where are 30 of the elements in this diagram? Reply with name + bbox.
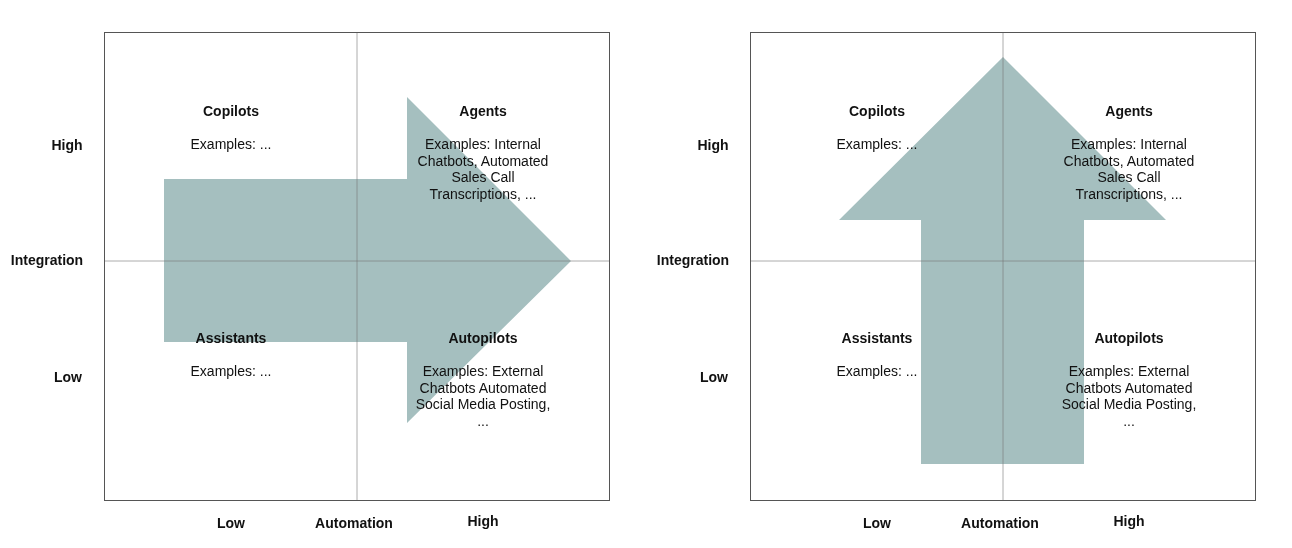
axis-tick-label: High: [1113, 513, 1145, 529]
axis-tick-label: Low: [863, 515, 891, 531]
axis-tick-label: High: [467, 513, 499, 529]
quadrant-title: Agents: [458, 103, 508, 119]
axis-tick-label: High: [51, 137, 83, 153]
examples-text: Examples: Internal Chatbots, Automated Sales Call Transcriptions, ...: [1062, 136, 1196, 202]
examples-text: Examples: ...: [835, 136, 919, 153]
axis-tick-label: Low: [54, 369, 82, 385]
examples-text: Examples: Internal Chatbots, Automated Sales Call Transcriptions, ...: [416, 136, 550, 202]
examples-text: Examples: External Chatbots Automated Social Media Posting, ...: [414, 363, 552, 429]
axis-title: Automation: [315, 515, 393, 531]
quadrant-title: Autopilots: [447, 330, 519, 346]
quadrant-title: Assistants: [194, 330, 268, 346]
quadrant-chart-frame: [104, 32, 610, 501]
examples-text: Examples: ...: [189, 363, 273, 380]
axis-tick-label: Low: [217, 515, 245, 531]
quadrant-title: Copilots: [848, 103, 906, 119]
examples-text: Examples: ...: [835, 363, 919, 380]
quadrant-title: Autopilots: [1093, 330, 1165, 346]
quadrant-title: Assistants: [840, 330, 914, 346]
axis-tick-label: High: [697, 137, 729, 153]
axis-title: Integration: [10, 252, 84, 268]
quadrant-title: Copilots: [202, 103, 260, 119]
quadrant-chart-frame: [750, 32, 1256, 501]
quadrant-title: Agents: [1104, 103, 1154, 119]
axis-title: Automation: [961, 515, 1039, 531]
axis-title: Integration: [656, 252, 730, 268]
examples-text: Examples: External Chatbots Automated Social Media Posting, ...: [1060, 363, 1198, 429]
axis-tick-label: Low: [700, 369, 728, 385]
examples-text: Examples: ...: [189, 136, 273, 153]
